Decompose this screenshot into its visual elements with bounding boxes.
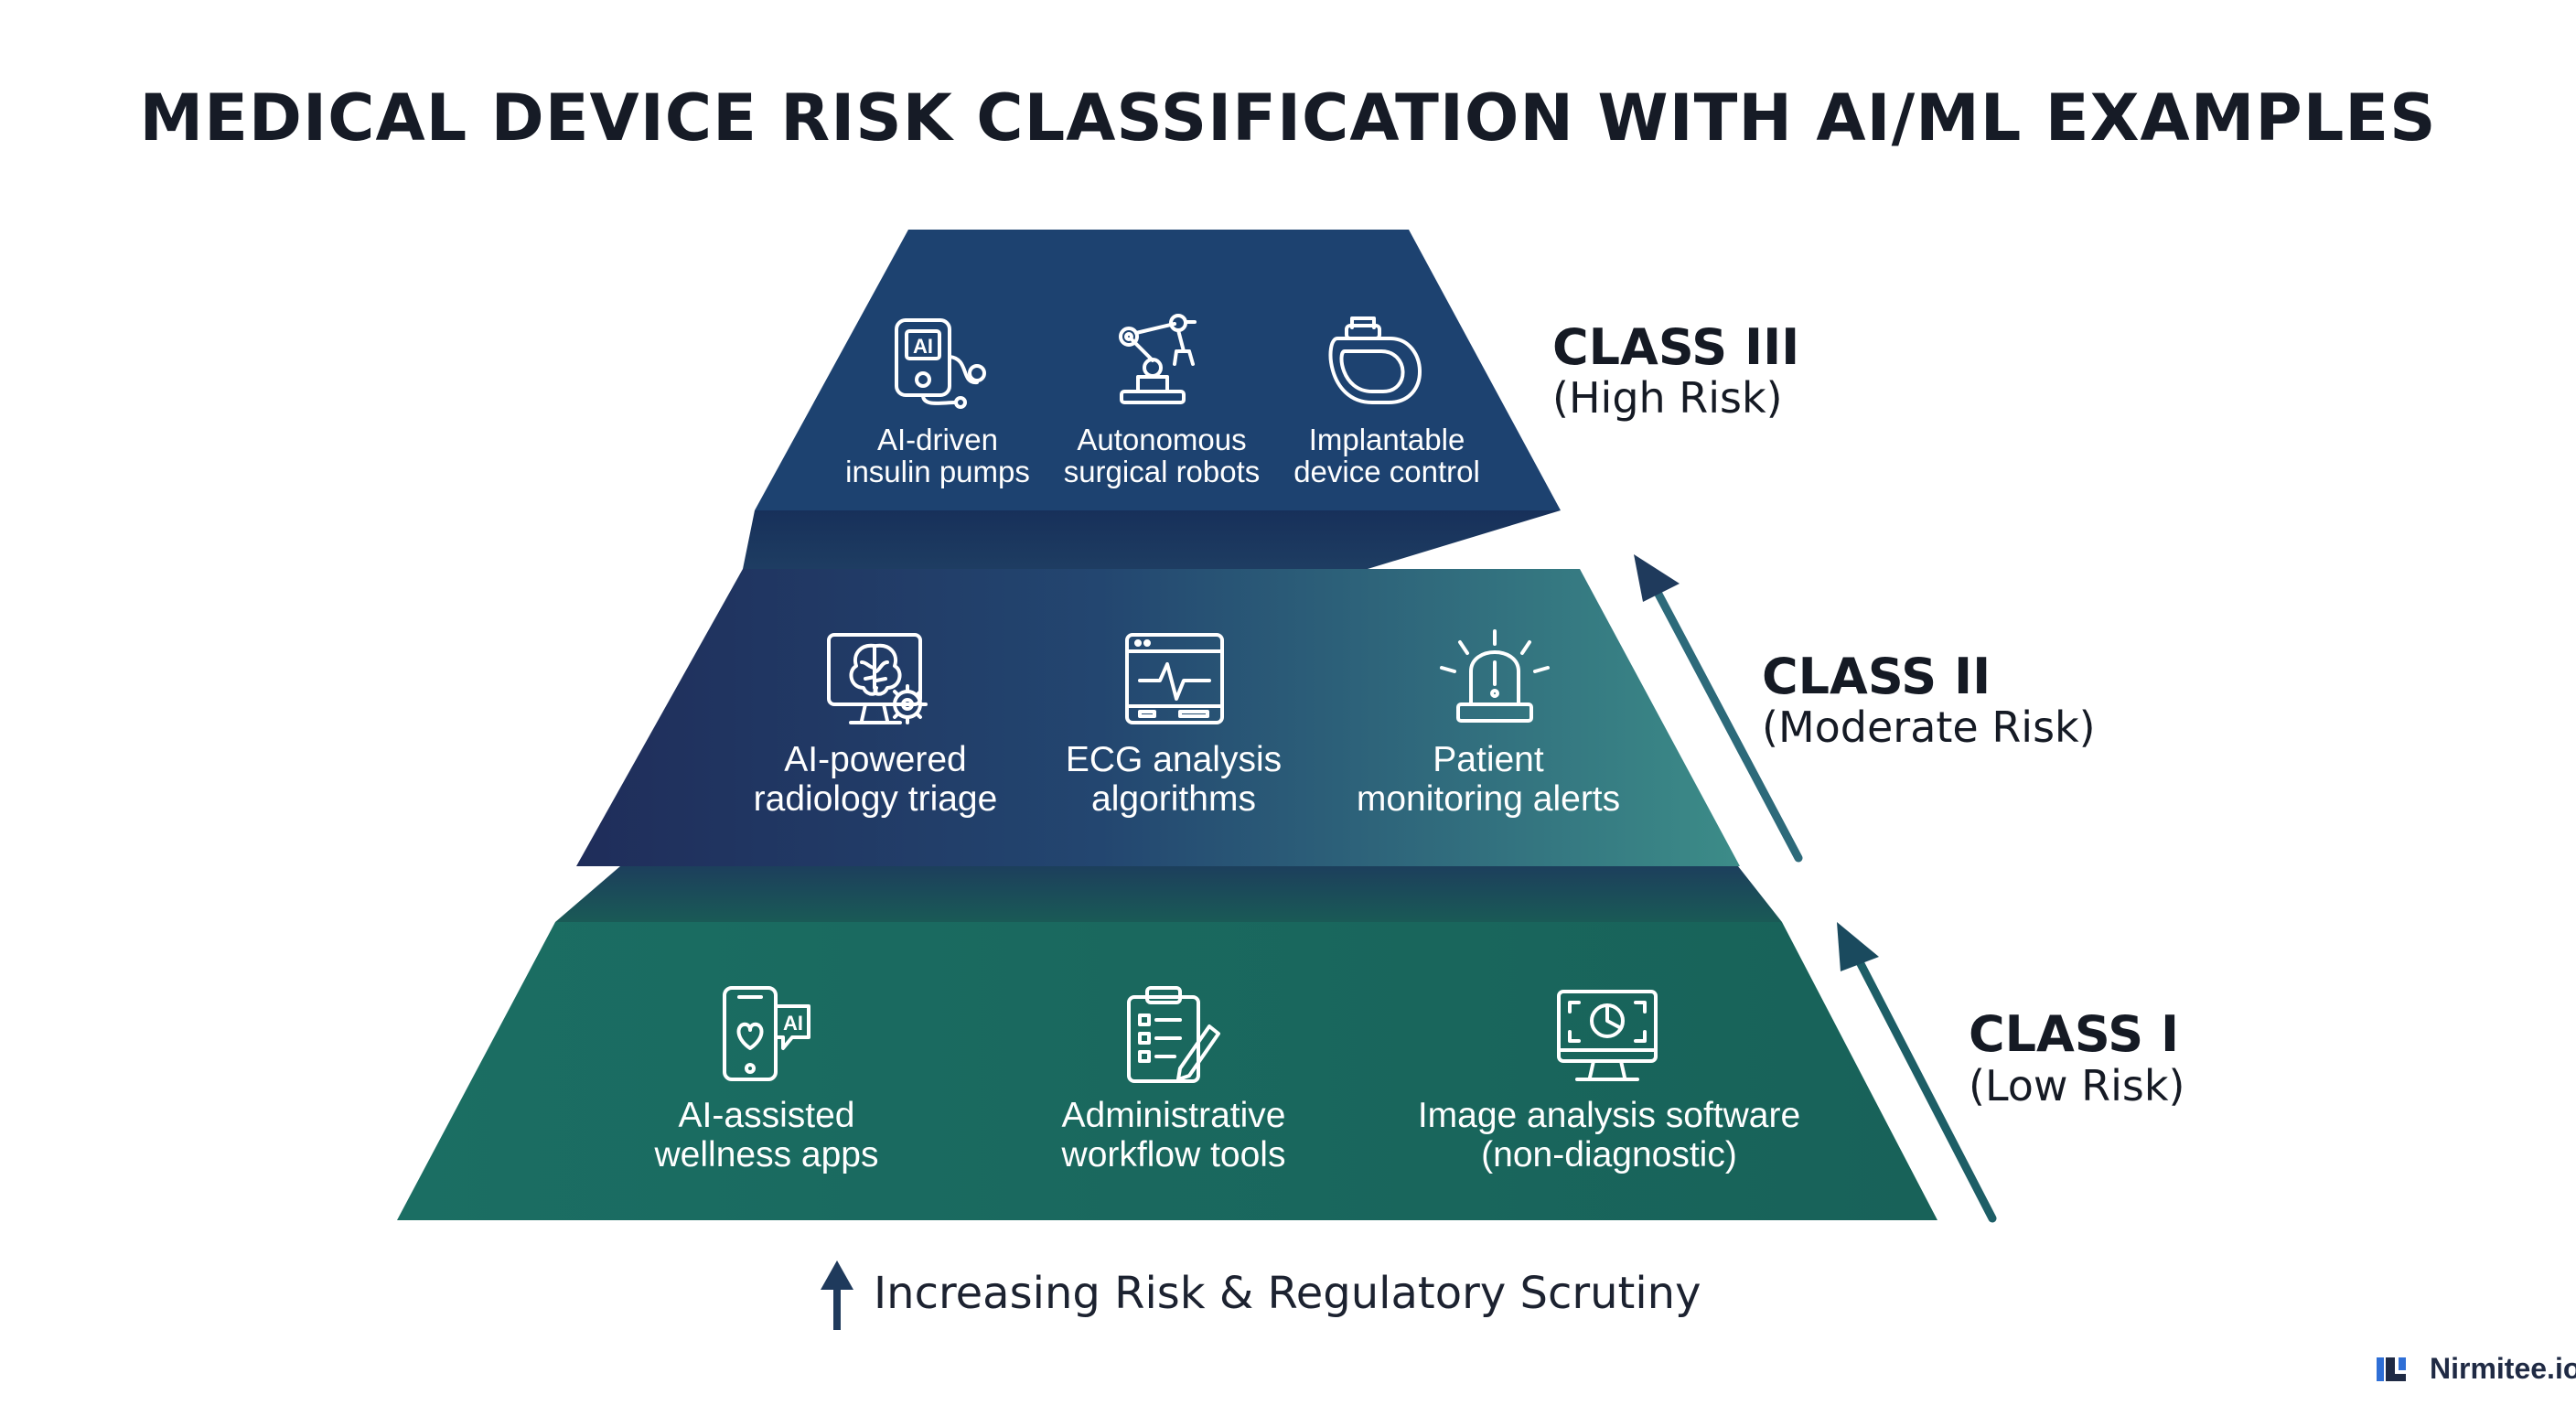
tier-class-i-labels: AI-assisted wellness apps Administrative… <box>654 1096 1801 1174</box>
class-iii-label: CLASS III <box>1552 318 1800 376</box>
insulin-pump-icon <box>895 318 986 409</box>
footer-up-arrow-icon <box>821 1260 853 1330</box>
tier-class-ii-labels: AI-powered radiology triage ECG analysis… <box>754 740 1620 819</box>
page-title: MEDICAL DEVICE RISK CLASSIFICATION WITH … <box>139 80 2437 156</box>
risk-arrow-class-ii <box>1634 554 1803 863</box>
item-label: AI-driven <box>877 423 998 456</box>
phone-heart-icon <box>723 986 810 1081</box>
class-iii-risk-label: (High Risk) <box>1552 373 1783 423</box>
item-label: (non-diagnostic) <box>1481 1135 1737 1174</box>
item-label: Image analysis software <box>1418 1096 1800 1135</box>
item-label: radiology triage <box>754 779 998 819</box>
item-label: Autonomous <box>1077 423 1246 456</box>
connector-slab-2-1 <box>555 866 1782 922</box>
implantable-device-icon <box>1328 316 1422 404</box>
item-label: workflow tools <box>1061 1135 1286 1174</box>
insulin-pump-icon-text: AI <box>913 335 933 358</box>
tier-class-ii <box>576 569 1740 866</box>
ecg-monitor-icon <box>1125 633 1224 724</box>
class-ii-risk-label: (Moderate Risk) <box>1762 702 2096 752</box>
item-label: ECG analysis <box>1066 740 1282 779</box>
tier-class-iii-labels: AI-driven insulin pumps Autonomous surgi… <box>845 423 1480 488</box>
phone-heart-icon-text: AI <box>783 1012 803 1035</box>
brain-monitor-icon <box>827 633 928 724</box>
class-i-risk-label: (Low Risk) <box>1969 1061 2185 1110</box>
clipboard-checklist-icon <box>1127 986 1220 1083</box>
item-label: AI-powered <box>784 740 966 779</box>
item-label: Administrative <box>1062 1096 1286 1135</box>
item-label: AI-assisted <box>679 1096 855 1135</box>
item-label: monitoring alerts <box>1357 779 1620 819</box>
item-label: surgical robots <box>1064 455 1261 488</box>
item-label: Implantable <box>1309 423 1465 456</box>
risk-arrow-class-i <box>1837 922 1997 1223</box>
tier-class-iii <box>755 230 1561 510</box>
class-i-label: CLASS I <box>1969 1005 2180 1063</box>
connector-slab-3-2 <box>743 510 1561 569</box>
brand-name: Nirmitee.io <box>2430 1352 2576 1385</box>
item-label: device control <box>1293 455 1480 488</box>
item-label: algorithms <box>1091 779 1256 819</box>
brand-mark-icon <box>2377 1357 2406 1381</box>
item-label: wellness apps <box>654 1135 879 1174</box>
tier-class-i <box>397 922 1937 1220</box>
footer-caption: Increasing Risk & Regulatory Scrutiny <box>874 1268 1701 1319</box>
item-label: Patient <box>1433 740 1544 779</box>
surgical-robot-icon <box>1119 314 1197 404</box>
alarm-light-icon <box>1440 629 1550 723</box>
class-ii-label: CLASS II <box>1762 648 1991 705</box>
brand-logo: Nirmitee.io <box>2375 1352 2576 1386</box>
item-label: insulin pumps <box>845 455 1030 488</box>
image-analysis-monitor-icon <box>1557 990 1658 1081</box>
